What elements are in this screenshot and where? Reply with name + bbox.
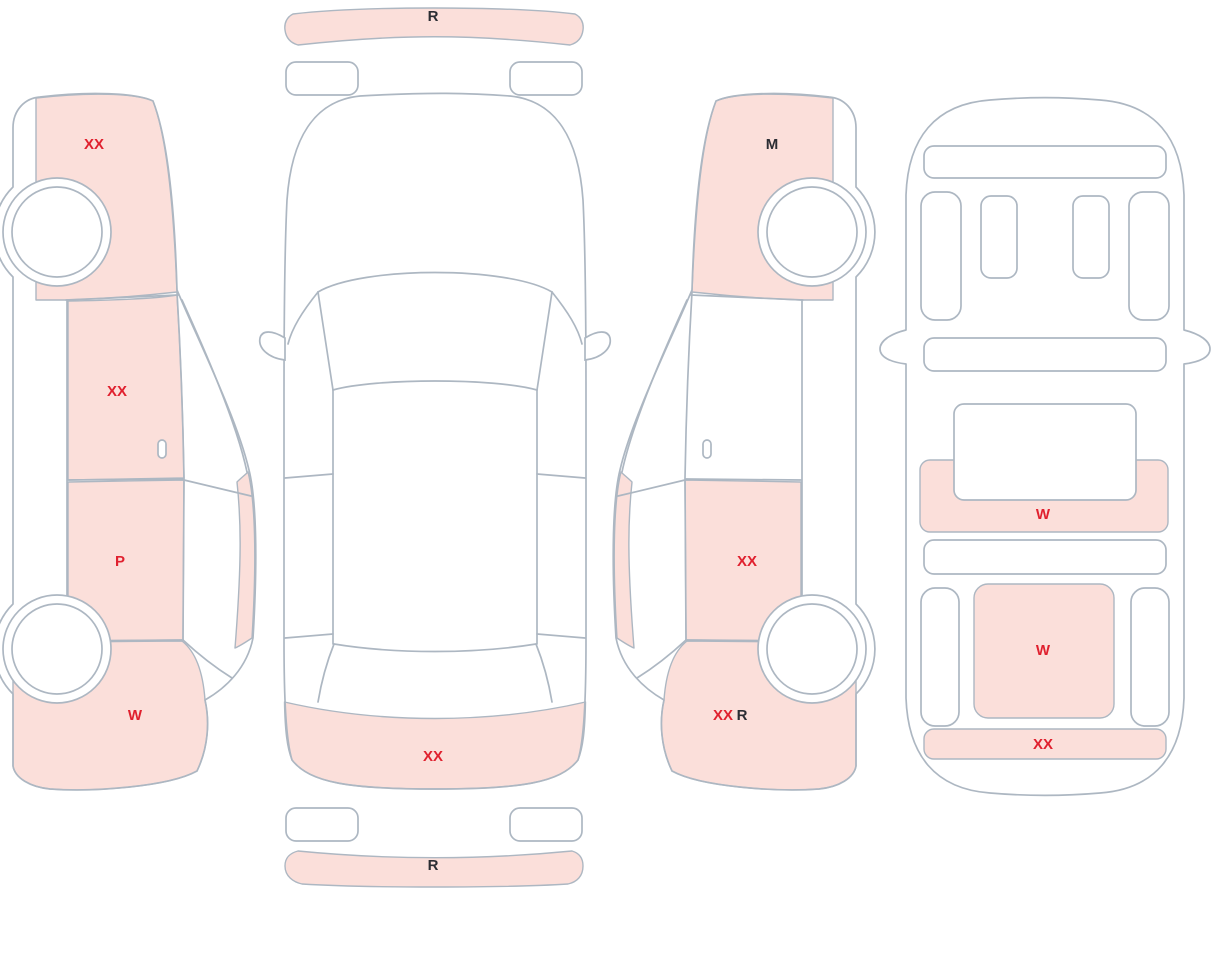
- damage-label-top-rear-panel: XX: [423, 748, 443, 765]
- right-side-mirrored-group: [612, 92, 876, 791]
- damage-label-under-rear-panel: XX: [1033, 736, 1053, 753]
- damage-label-left-rear-quarter: W: [128, 707, 143, 724]
- underbody-outline: [879, 96, 1211, 797]
- underbody-view: W W XX: [879, 96, 1211, 797]
- transmission-housing: [953, 403, 1137, 501]
- c-pillar-right-top: [535, 643, 553, 703]
- damage-label-left-rear-door: P: [115, 553, 125, 570]
- roof-rear-edge: [333, 643, 537, 653]
- damage-label-under-mid-crossmember: W: [1036, 506, 1051, 523]
- cowl-right-line: [551, 291, 583, 345]
- right-side-sill-panel: [613, 471, 635, 649]
- front-crossmember: [923, 145, 1167, 179]
- left-side-sill-panel: [234, 471, 256, 649]
- front-bumper-panel: [284, 7, 584, 46]
- damage-label-right-rear-door: XX: [737, 553, 757, 570]
- windshield-front-edge: [317, 271, 553, 293]
- cowl-left-line: [287, 291, 319, 345]
- roof-front-edge: [332, 380, 538, 391]
- front-inner-left-rail: [980, 195, 1018, 279]
- damage-label-right-front-fender: M: [766, 136, 779, 153]
- damage-label-left-front-fender: XX: [84, 136, 104, 153]
- a-pillar-left: [317, 291, 334, 391]
- center-crossmember: [923, 539, 1167, 575]
- door-seam-left-top: [284, 473, 334, 479]
- under-rear-panel: [923, 728, 1167, 760]
- front-left-rail: [920, 191, 962, 321]
- damage-label-front-bumper: R: [428, 8, 439, 25]
- front-left-lamp: [285, 61, 359, 96]
- front-right-lamp: [509, 61, 583, 96]
- damage-label-left-front-door: XX: [107, 383, 127, 400]
- c-pillar-left-top: [317, 643, 335, 703]
- quarter-seam-left-top: [284, 633, 334, 639]
- damage-label-rear-bumper: R: [428, 857, 439, 874]
- dash-crossmember: [923, 337, 1167, 372]
- door-seam-right-top: [536, 473, 586, 479]
- front-inner-right-rail: [1072, 195, 1110, 279]
- top-view: R XX R: [258, 7, 612, 888]
- right-side-view: M XX XX R: [612, 92, 876, 791]
- quarter-seam-right-top: [536, 633, 586, 639]
- rear-bumper-panel: [284, 850, 584, 888]
- top-rear-panel: [283, 701, 587, 790]
- rear-right-rail: [1130, 587, 1170, 727]
- damage-label-under-floor: W: [1036, 642, 1051, 659]
- front-right-rail: [1128, 191, 1170, 321]
- damage-label-right-rear-quarter-r: R: [737, 707, 748, 724]
- rear-left-rail: [920, 587, 960, 727]
- under-floor-panel: [973, 583, 1115, 719]
- a-pillar-right: [536, 291, 553, 391]
- car-top-outline: [283, 92, 587, 790]
- damage-label-right-rear-quarter-xx: XX: [713, 707, 733, 724]
- right-mirror: [584, 331, 612, 361]
- rear-right-lamp: [509, 807, 583, 842]
- left-side-view: XX XX P W: [0, 92, 257, 791]
- rear-left-lamp: [285, 807, 359, 842]
- left-mirror: [258, 331, 286, 361]
